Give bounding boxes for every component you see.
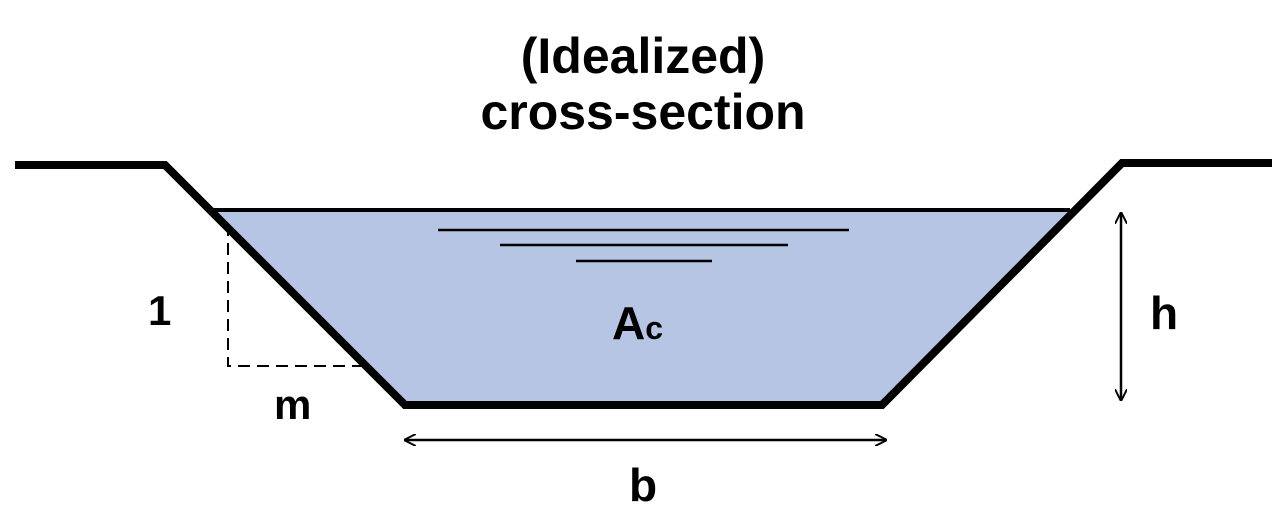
title-line-1: (Idealized) (520, 28, 766, 84)
water-area (214, 210, 1070, 405)
area-label-subscript: c (645, 310, 664, 346)
area-label-main: A (612, 297, 646, 349)
channel-bed (15, 159, 1272, 409)
diagram-title: (Idealized) cross-section (0, 28, 1286, 140)
slope-run-label: m (274, 381, 312, 428)
bottom-width-label: b (629, 459, 658, 511)
slope-dashed-guide (227, 224, 363, 367)
slope-rise-label: 1 (148, 287, 172, 334)
height-label: h (1150, 287, 1179, 339)
title-line-2: cross-section (480, 84, 806, 140)
area-label: Ac (612, 300, 663, 346)
